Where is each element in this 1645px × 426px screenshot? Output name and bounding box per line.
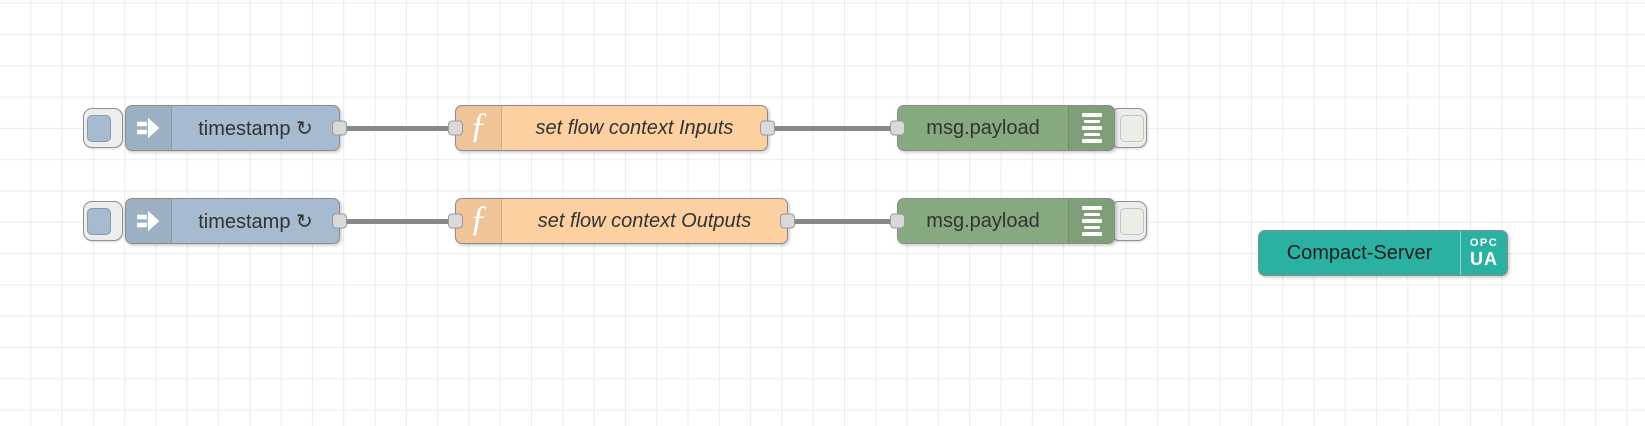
inject-button[interactable]	[83, 201, 123, 241]
output-port[interactable]	[760, 120, 775, 136]
inject-button-fill	[87, 114, 111, 142]
debug-node-label: msg.payload	[926, 209, 1040, 232]
inject-arrow-icon	[126, 199, 172, 243]
debug-toggle-button[interactable]	[1110, 201, 1147, 241]
inject-button[interactable]	[83, 108, 123, 148]
function-icon: ƒ	[456, 199, 502, 243]
output-port[interactable]	[332, 120, 347, 136]
function-icon: ƒ	[456, 106, 502, 150]
function-node[interactable]: ƒ set flow context Inputs	[448, 105, 775, 151]
wire[interactable]	[342, 218, 454, 224]
function-node[interactable]: ƒ set flow context Outputs	[448, 198, 795, 244]
output-port[interactable]	[780, 213, 795, 229]
debug-lines-icon	[1068, 106, 1114, 150]
wire[interactable]	[768, 125, 897, 131]
input-port[interactable]	[448, 120, 463, 136]
debug-node[interactable]: msg.payload	[890, 105, 1115, 151]
function-node-label: set flow context Outputs	[537, 209, 752, 232]
debug-toggle-fill	[1120, 114, 1144, 142]
inject-node-label: timestamp ↻	[198, 210, 313, 233]
inject-button-fill	[87, 207, 111, 235]
function-node-label: set flow context Inputs	[535, 116, 734, 139]
wire[interactable]	[342, 125, 454, 131]
opcua-compact-server-node[interactable]: Compact-Server OPC UA	[1258, 230, 1508, 276]
opcua-badge-icon: OPC UA	[1460, 231, 1507, 275]
input-port[interactable]	[890, 120, 905, 136]
inject-arrow-icon	[126, 106, 172, 150]
inject-node[interactable]: timestamp ↻	[125, 198, 347, 244]
inject-node-label: timestamp ↻	[198, 117, 313, 140]
input-port[interactable]	[448, 213, 463, 229]
debug-node-label: msg.payload	[926, 116, 1040, 139]
debug-toggle-fill	[1120, 207, 1144, 235]
debug-node[interactable]: msg.payload	[890, 198, 1115, 244]
inject-node[interactable]: timestamp ↻	[125, 105, 347, 151]
debug-toggle-button[interactable]	[1110, 108, 1147, 148]
input-port[interactable]	[890, 213, 905, 229]
output-port[interactable]	[332, 213, 347, 229]
debug-lines-icon	[1068, 199, 1114, 243]
wire[interactable]	[788, 218, 897, 224]
server-node-label: Compact-Server	[1286, 241, 1433, 264]
